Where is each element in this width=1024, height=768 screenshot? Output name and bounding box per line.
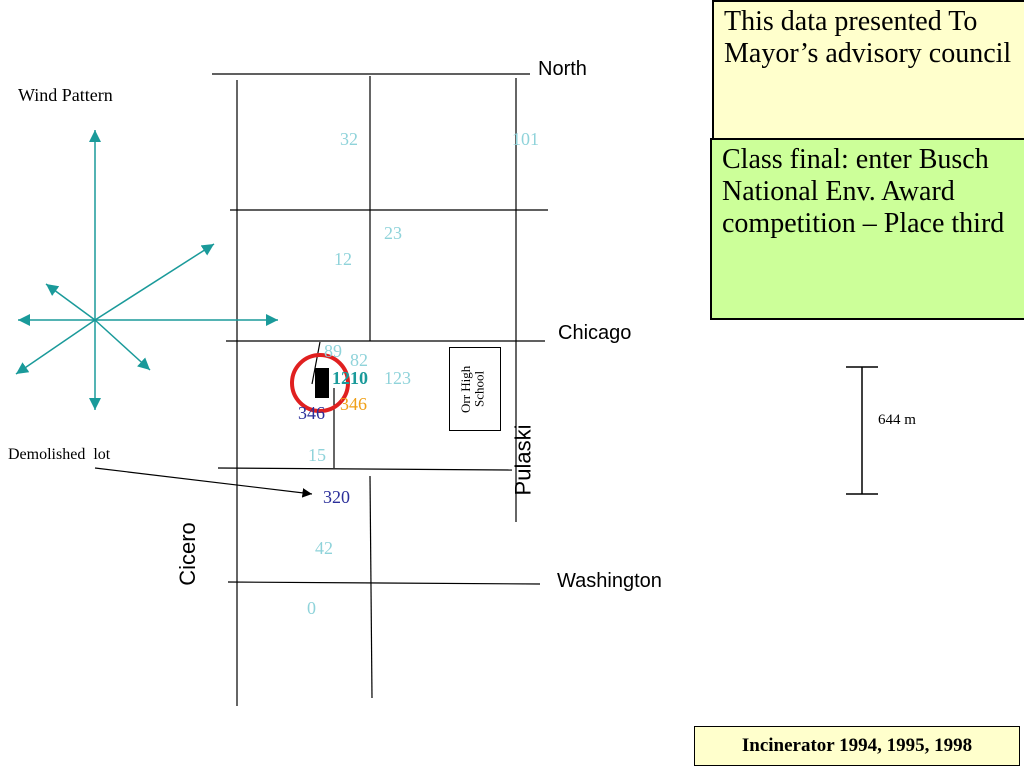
street-label-washington: Washington xyxy=(557,570,662,592)
award-info-text: Class final: enter Busch National Env. A… xyxy=(722,144,1005,240)
street-label-cicero: Cicero xyxy=(174,522,200,586)
value-89: 89 xyxy=(324,341,342,361)
demolished-lot-pointer xyxy=(94,467,313,498)
footer-text: Incinerator 1994, 1995, 1998 xyxy=(741,735,973,756)
value-15: 15 xyxy=(308,445,326,465)
street-line-v2-bottom xyxy=(369,475,373,699)
value-320: 320 xyxy=(323,487,350,507)
award-info-box: Class final: enter Busch National Env. A… xyxy=(710,138,1024,320)
school-label: Orr High School xyxy=(458,365,487,413)
scale-bar xyxy=(846,366,878,495)
value-346-blue: 346 xyxy=(298,403,325,423)
scale-label: 644 m xyxy=(878,412,916,428)
wind-pattern-arrows xyxy=(15,130,278,410)
value-23: 23 xyxy=(384,223,402,243)
street-label-chicago: Chicago xyxy=(558,322,632,344)
diagonal-street-line xyxy=(311,341,321,385)
value-123: 123 xyxy=(384,368,411,388)
value-101: 101 xyxy=(512,129,539,149)
wind-pattern-label: Wind Pattern xyxy=(18,85,113,105)
street-label-north: North xyxy=(538,58,587,80)
value-82: 82 xyxy=(350,350,368,370)
value-32: 32 xyxy=(340,129,358,149)
demolished-lot-label: Demolished lot xyxy=(8,446,111,463)
street-line-4 xyxy=(217,467,513,471)
value-12: 12 xyxy=(334,249,352,269)
washington-street-line xyxy=(227,581,541,585)
value-1210: 1210 xyxy=(332,368,368,388)
value-346-orange: 346 xyxy=(340,394,367,414)
value-0: 0 xyxy=(307,598,316,618)
street-label-pulaski: Pulaski xyxy=(510,424,536,496)
incinerator-marker xyxy=(315,368,329,398)
footer-box: Incinerator 1994, 1995, 1998 xyxy=(694,726,1020,766)
value-42: 42 xyxy=(315,538,333,558)
title-info-box: This data presented To Mayor’s advisory … xyxy=(712,0,1024,140)
title-info-text: This data presented To Mayor’s advisory … xyxy=(724,6,1012,70)
orr-high-school: Orr High School xyxy=(449,347,501,431)
incinerator-highlight-circle xyxy=(290,353,350,413)
